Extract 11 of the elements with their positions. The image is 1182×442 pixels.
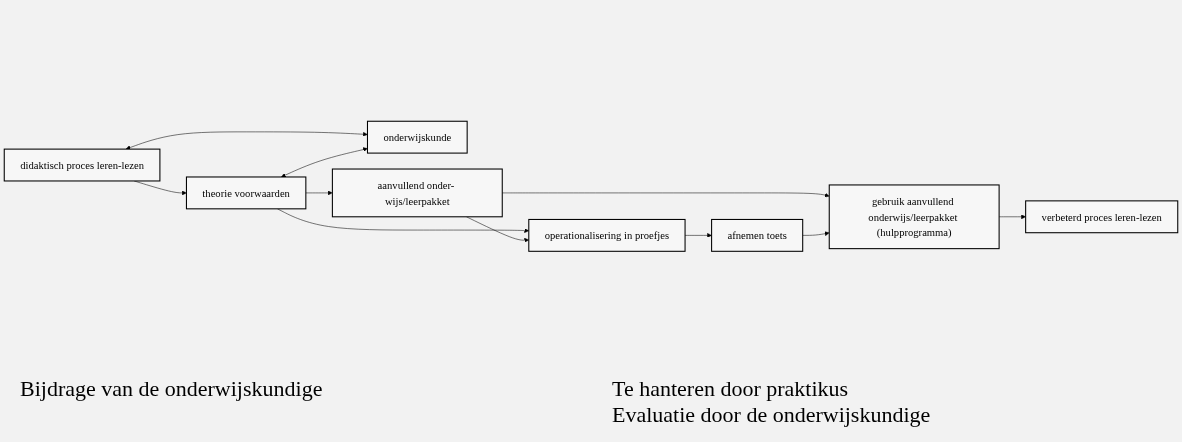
node-box: gebruik aanvullend onderwijs/leerpakket (hulpprogramma) [828,184,1000,249]
caption-text: Evaluatie door de onderwijskundige [612,402,931,428]
node-box: onderwijskunde [366,120,468,154]
node-box: didaktisch proces leren-lezen [3,148,161,182]
caption-text: Te hanteren door praktikus [612,376,849,402]
caption-text: Bijdrage van de onderwijskundige [20,376,323,402]
node-box: aanvullend onder- wijs/leerpakket [331,168,503,218]
node-box: theorie voorwaarden [185,176,307,210]
node-box: operationalisering in proefjes [528,218,686,252]
node-box: afnemen toets [711,218,804,252]
node-box: verbeterd proces leren-lezen [1025,200,1179,233]
